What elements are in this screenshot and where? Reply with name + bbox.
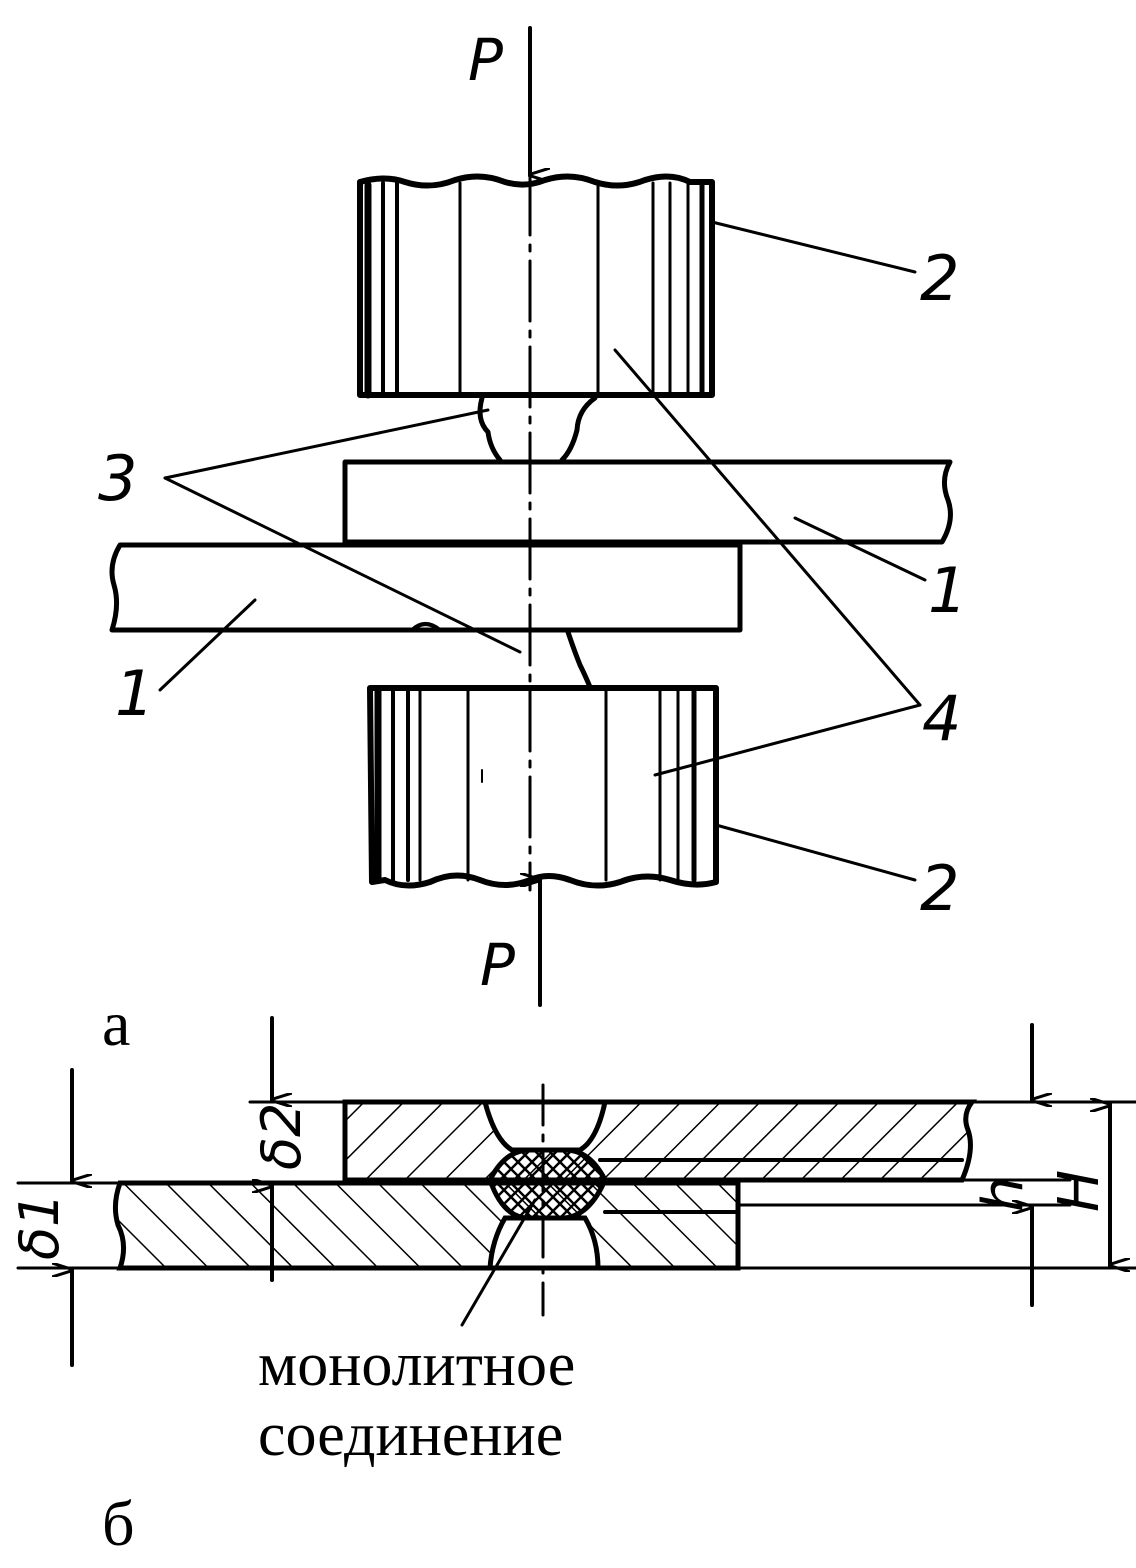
- joint-label-line2: соединение: [258, 1401, 563, 1469]
- contact-zone-top: [477, 395, 503, 463]
- label-sheet-top: 1: [928, 554, 967, 627]
- figure-a: P: [98, 26, 967, 1059]
- roller-bottom: [367, 685, 719, 889]
- h-label: h: [971, 1177, 1036, 1213]
- H-label: H: [1047, 1170, 1112, 1212]
- joint-label-line1: монолитное: [258, 1331, 575, 1399]
- dimple-top: [481, 1099, 609, 1153]
- delta-1-label: δ1: [8, 1193, 71, 1260]
- caption-b: б: [102, 1488, 135, 1559]
- label-axis: 4: [922, 682, 961, 755]
- force-label-bottom: P: [480, 931, 515, 999]
- label-contact: 3: [98, 442, 137, 515]
- section-sheet-bottom: [112, 1180, 741, 1271]
- delta-2-label: δ2: [250, 1103, 313, 1170]
- caption-a: а: [102, 988, 130, 1059]
- sheet-bottom: [109, 542, 743, 633]
- label-roller-top: 2: [920, 242, 959, 315]
- force-label-top: P: [468, 26, 503, 94]
- section-sheet-top: [342, 1099, 978, 1183]
- contact-zone-bottom: [565, 629, 593, 690]
- roller-top: [357, 173, 715, 399]
- figure-b: δ2 δ1 h H монолитное соединение б: [8, 1016, 1136, 1559]
- monolithic-joint: [487, 1147, 608, 1221]
- label-roller-bottom: 2: [920, 852, 959, 925]
- label-sheet-bottom: 1: [115, 657, 154, 730]
- sheet-top: [342, 459, 953, 545]
